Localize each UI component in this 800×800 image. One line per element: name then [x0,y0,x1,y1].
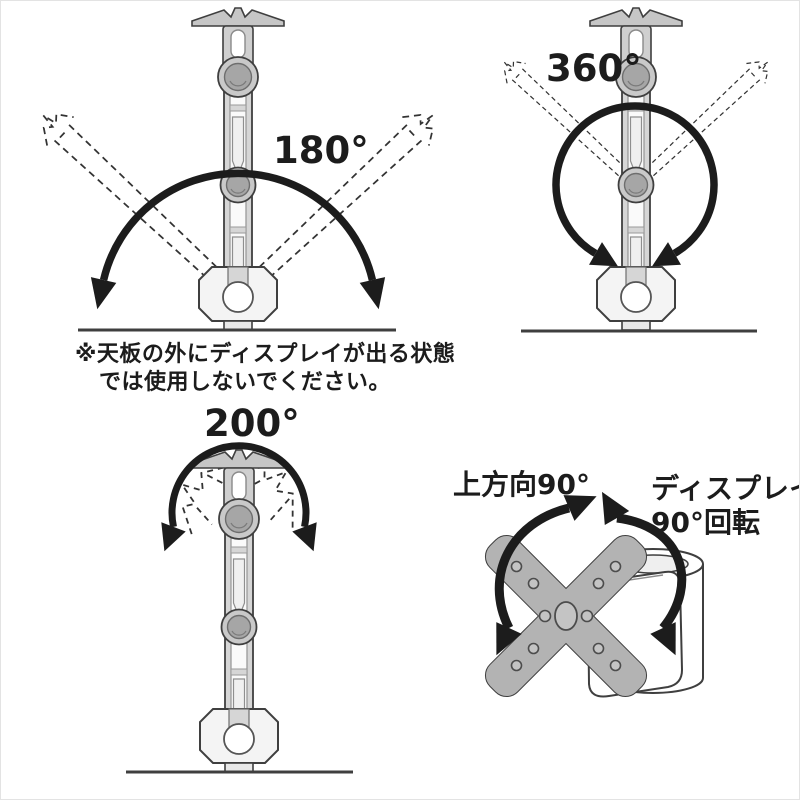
tilt-up-label: 上方向90° [453,468,590,501]
arrowhead-left [161,522,186,552]
monitor-arm [191,7,285,331]
diagram-tilt-rotate [484,491,704,698]
usage-warning-note: ※天板の外にディスプレイが出る状態 では使用しないでください。 [75,341,455,397]
tilt-arrow [494,495,597,656]
arrowhead-right [652,242,681,267]
angle-label-200: 200° [204,402,300,445]
display-rotation-label-line2: 90°回転 [651,506,760,539]
usage-warning-line1: ※天板の外にディスプレイが出る状態 [75,342,456,367]
arrowhead-right [359,277,386,310]
vesa-plate [484,534,648,698]
arrowhead-up [563,495,597,521]
diagram-swivel-200 [126,442,353,774]
arrowhead-up [602,491,630,525]
swivel-arc-200 [168,442,310,528]
diagram-rotate-360 [494,7,778,333]
usage-warning-line2: では使用しないでください。 [99,370,391,395]
arrowhead-left [589,242,618,267]
angle-label-360: 360° [546,47,642,90]
arrowhead-down [496,622,522,656]
angle-label-180: 180° [273,129,369,172]
diagram-swivel-180 [29,7,447,332]
display-rotation-label-line1: ディスプレイ [651,472,799,505]
arrowhead-right [292,522,317,552]
swivel-arc-180 [99,169,377,281]
vesa-screw-holes [510,560,622,672]
rotation-circle-360 [552,102,718,257]
vesa-center-hole [554,601,578,631]
arrowhead-left [90,277,117,310]
display-rotation-label: ディスプレイ 90°回転 [651,472,799,540]
display-rotation-arrow [602,491,687,656]
monitor-arm [192,449,286,773]
arrowhead-down [650,622,676,656]
